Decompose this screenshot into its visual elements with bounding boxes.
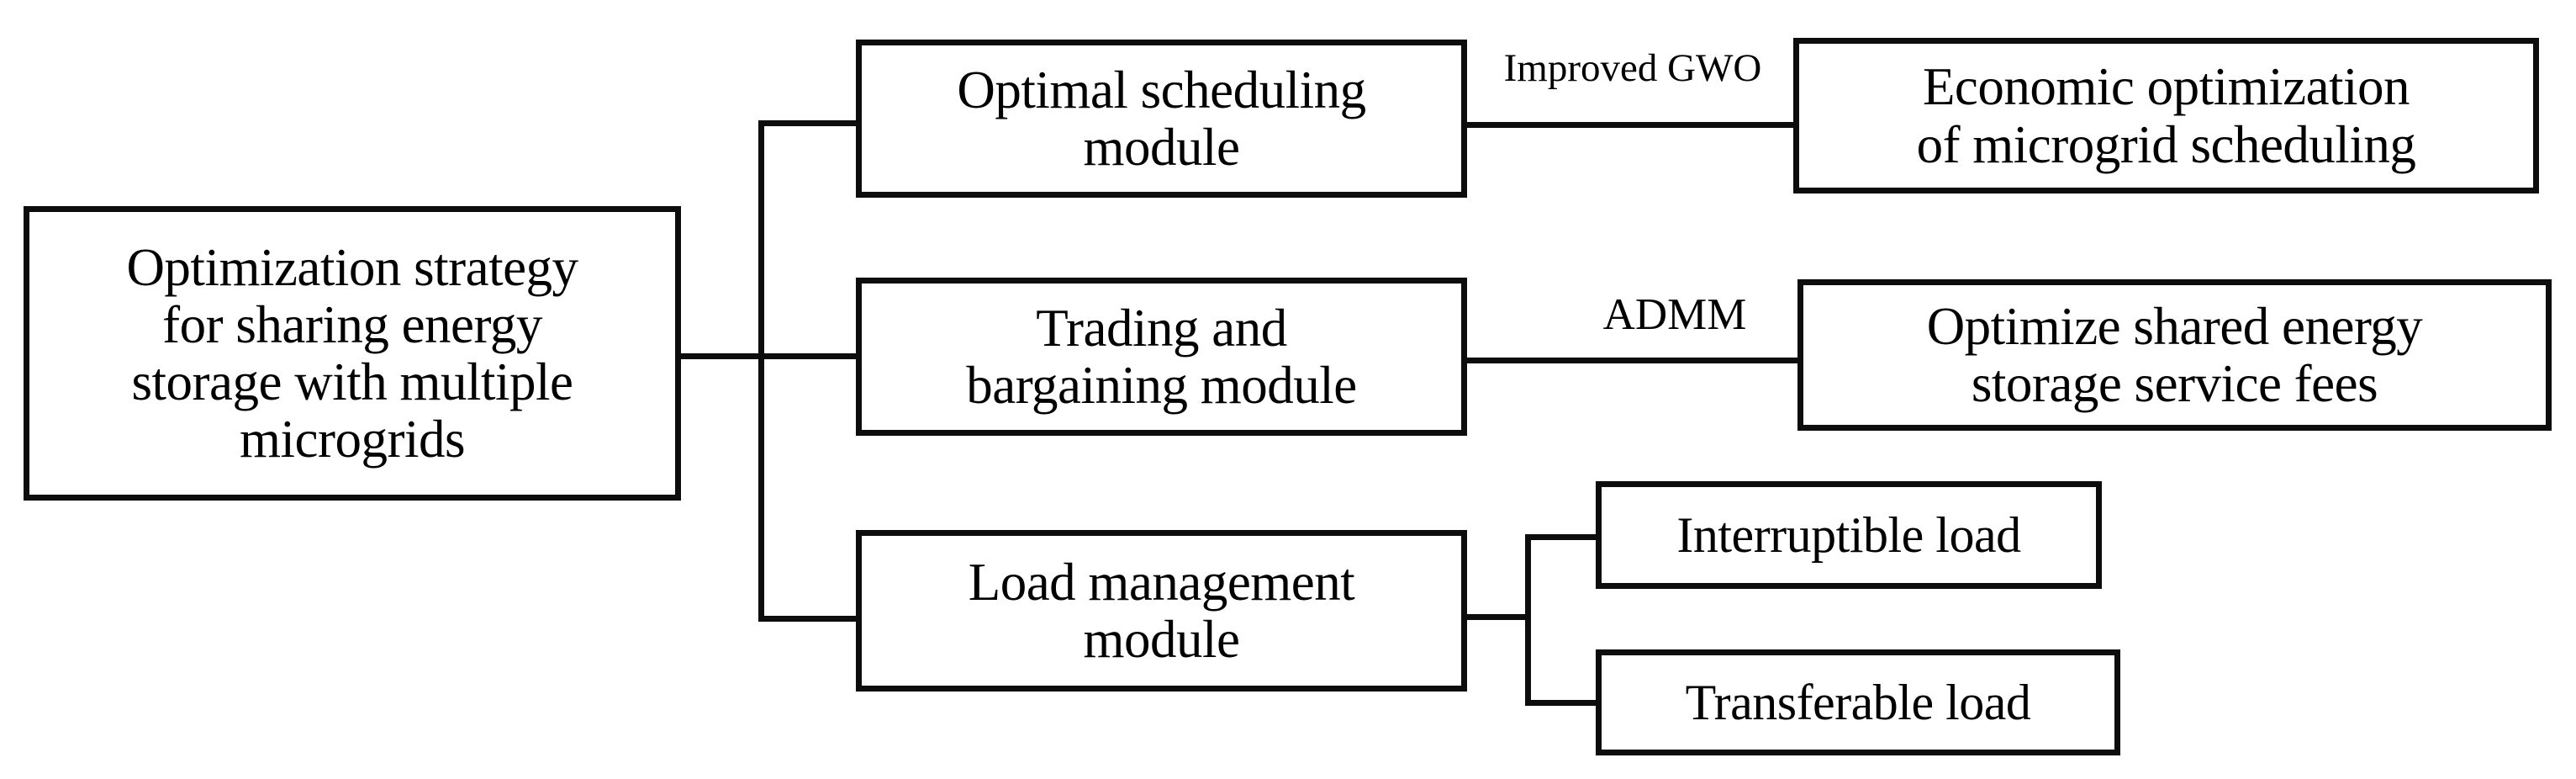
connector-root-stub (678, 353, 764, 359)
node-economic-optimization-label: Economic optimization of microgrid sched… (1916, 57, 2416, 174)
node-optimize-shared-energy-storage-service-fees-label: Optimize shared energy storage service f… (1926, 296, 2423, 413)
connector-load-stub (1464, 614, 1531, 620)
node-trading-and-bargaining-module[interactable]: Trading and bargaining module (856, 278, 1467, 436)
node-transferable-load-label: Transferable load (1685, 674, 2031, 730)
connector-root-to-trading (758, 353, 859, 359)
node-optimal-scheduling-module-label: Optimal scheduling module (957, 60, 1366, 177)
node-interruptible-load[interactable]: Interruptible load (1596, 481, 2102, 589)
connector-scheduling-to-economic (1464, 122, 1797, 128)
connector-load-to-interruptible (1525, 534, 1599, 540)
node-economic-optimization[interactable]: Economic optimization of microgrid sched… (1793, 38, 2539, 193)
node-transferable-load[interactable]: Transferable load (1596, 649, 2120, 755)
connector-load-to-transferable (1525, 700, 1599, 706)
node-load-management-module-label: Load management module (968, 552, 1355, 669)
edge-label-admm: ADMM (1569, 293, 1781, 337)
edge-label-improved-gwo: Improved GWO (1478, 49, 1787, 88)
connector-root-to-scheduling (758, 120, 859, 126)
node-interruptible-load-label: Interruptible load (1676, 506, 2021, 563)
node-optimize-shared-energy-storage-service-fees[interactable]: Optimize shared energy storage service f… (1797, 279, 2552, 431)
connector-root-to-load (758, 616, 859, 622)
connector-vertical-trunk (758, 120, 764, 622)
node-trading-and-bargaining-module-label: Trading and bargaining module (966, 298, 1357, 415)
connector-load-branch (1525, 534, 1531, 706)
connector-trading-to-fees (1464, 358, 1801, 363)
node-optimization-strategy[interactable]: Optimization strategy for sharing energy… (24, 206, 681, 501)
node-optimization-strategy-label: Optimization strategy for sharing energy… (126, 237, 578, 469)
node-optimal-scheduling-module[interactable]: Optimal scheduling module (856, 40, 1467, 198)
node-load-management-module[interactable]: Load management module (856, 530, 1467, 692)
